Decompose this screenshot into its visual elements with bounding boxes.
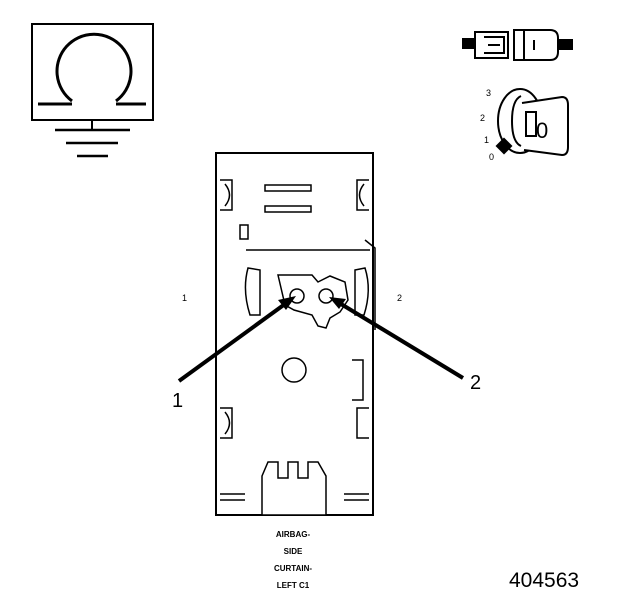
key-label: 0 xyxy=(536,118,548,143)
callout-label-1: 1 xyxy=(172,390,183,412)
ignition-key-icon: 3 2 1 0 0 xyxy=(480,88,569,162)
callout-arrow-2 xyxy=(329,297,465,380)
connector-name-line-4: LEFT C1 xyxy=(277,581,310,590)
side-pin-label-2: 2 xyxy=(397,293,402,303)
figure-number: 404563 xyxy=(509,569,579,592)
connector-name-line-3: CURTAIN- xyxy=(274,564,312,573)
side-pin-label-1: 1 xyxy=(182,293,187,303)
callout-arrow-1 xyxy=(177,296,296,383)
connector-name-line-1: AIRBAG- xyxy=(276,530,311,539)
connector-name-line-2: SIDE xyxy=(284,547,303,556)
ohm-meter-ground-icon xyxy=(31,23,154,158)
key-position-1: 1 xyxy=(484,135,489,145)
key-position-3: 3 xyxy=(486,88,491,98)
test-probe-connector-icon xyxy=(462,29,573,61)
key-position-0: 0 xyxy=(489,152,494,162)
key-position-2: 2 xyxy=(480,113,485,123)
callout-label-2: 2 xyxy=(470,372,481,394)
connector-name: AIRBAG- SIDE CURTAIN- LEFT C1 xyxy=(274,530,312,590)
connector-face xyxy=(215,152,376,516)
